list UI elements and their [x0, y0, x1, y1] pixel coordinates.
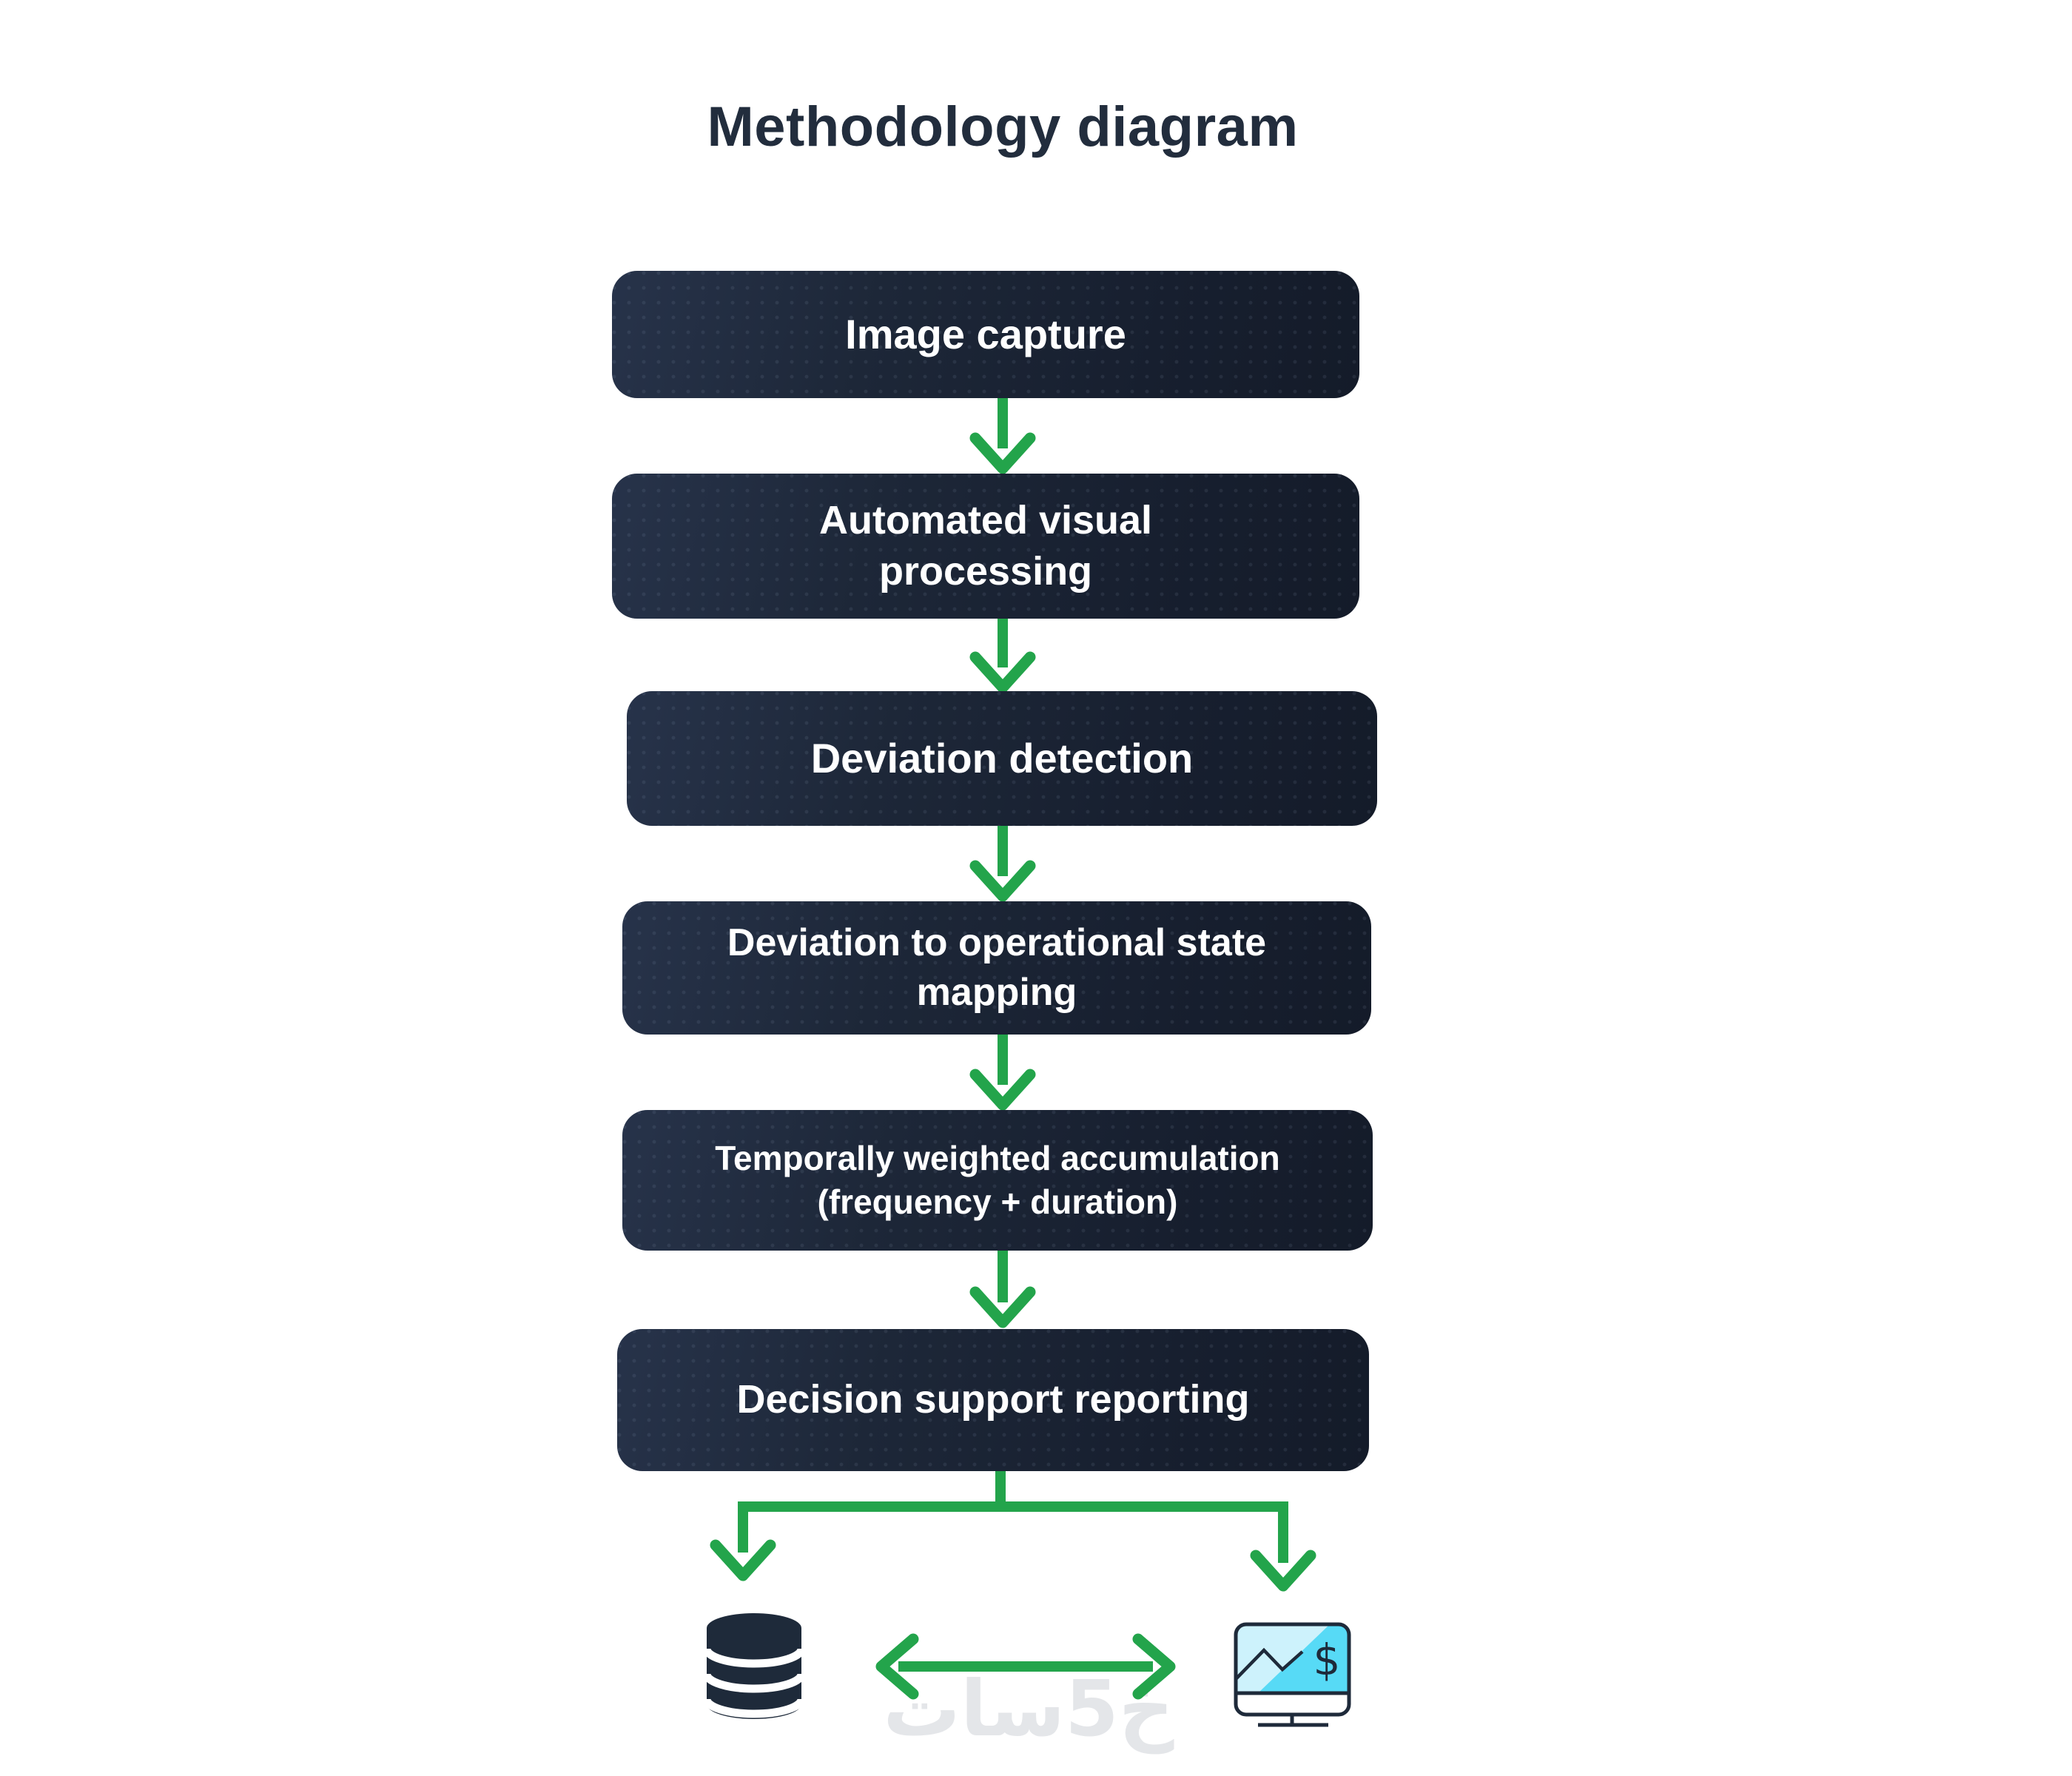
monitor-stand — [1258, 1715, 1328, 1727]
screen-highlight — [1258, 1624, 1349, 1693]
flow-step-image-capture: Image capture — [612, 271, 1359, 398]
arrow-down-4 — [969, 1035, 1036, 1111]
dashboard-monitor-icon: $ — [1234, 1622, 1351, 1727]
arrow-down-5 — [969, 1251, 1036, 1328]
database-icon — [702, 1613, 806, 1719]
sync-double-arrow — [875, 1633, 1176, 1700]
diagram-title: Methodology diagram — [707, 95, 1299, 158]
dollar-sign: $ — [1314, 1635, 1341, 1685]
chart-line — [1236, 1647, 1304, 1680]
arrow-down-3 — [969, 826, 1036, 902]
flow-step-deviation-state-mapping: Deviation to operational state mapping — [622, 901, 1371, 1035]
branch-connector — [710, 1471, 1316, 1592]
branch-arrow-right — [1250, 1501, 1316, 1592]
flow-step-automated-visual-processing: Automated visual processing — [612, 474, 1359, 619]
flow-step-temporal-accumulation: Temporally weighted accumulation (freque… — [622, 1110, 1373, 1251]
khamsat-watermark: خ5سات — [883, 1664, 1174, 1754]
arrow-down-2 — [969, 619, 1036, 693]
flow-step-deviation-detection: Deviation detection — [627, 691, 1377, 826]
branch-arrow-left — [710, 1501, 776, 1581]
flow-step-decision-support-reporting: Decision support reporting — [617, 1329, 1369, 1471]
arrow-down-1 — [969, 398, 1036, 474]
